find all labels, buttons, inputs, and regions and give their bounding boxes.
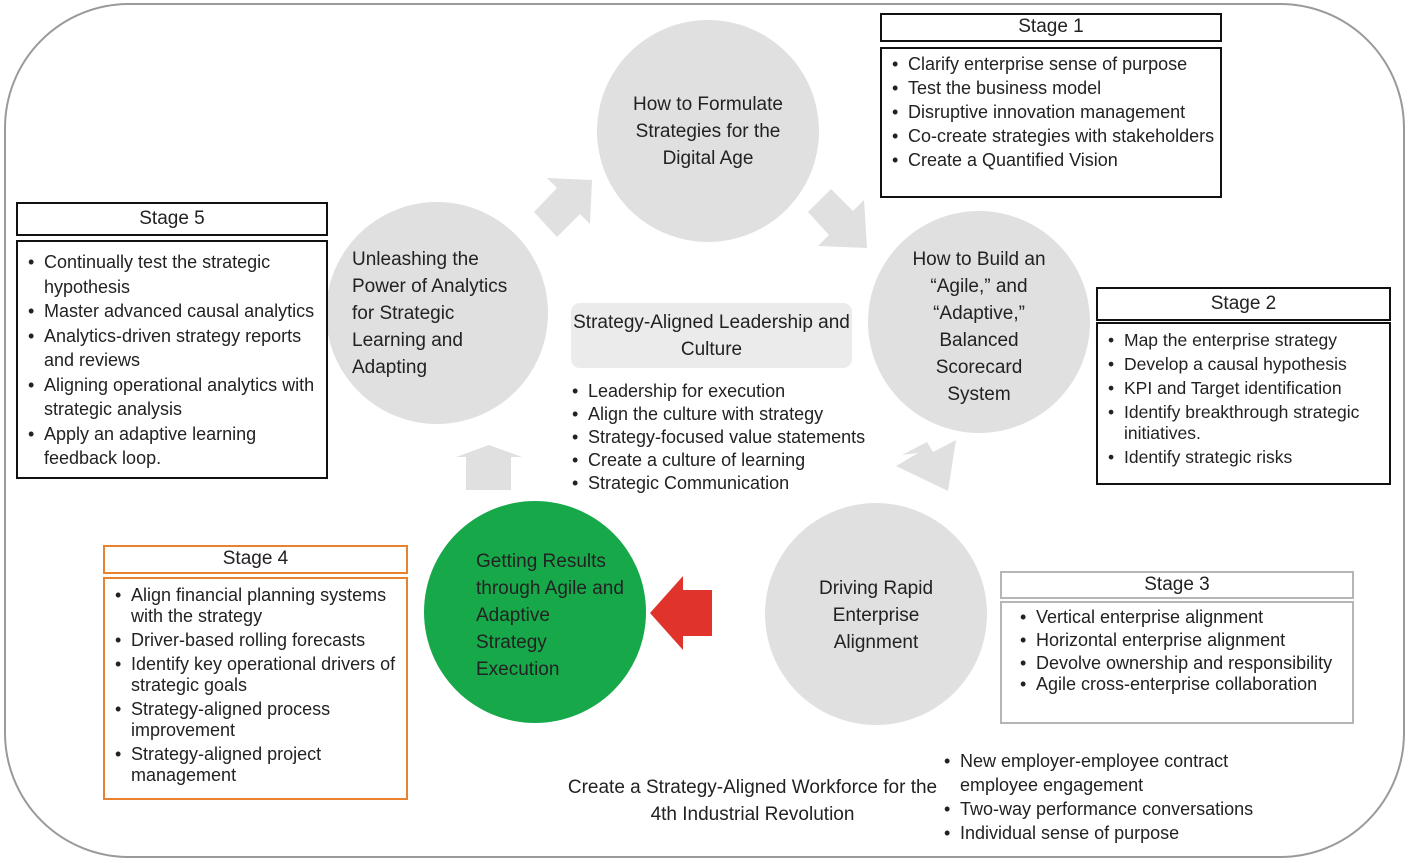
circle-analytics <box>326 202 548 424</box>
circle-analytics-label: Unleashing the Power of Analytics for St… <box>352 243 532 383</box>
stage4-item: Identify key operational drivers of stra… <box>109 654 402 696</box>
red-arrow-icon <box>650 576 712 650</box>
arrow-formulate-to-build <box>808 189 867 248</box>
stage4-item: Strategy-aligned project management <box>109 744 402 786</box>
formulate-text: How to Formulate Strategies for the Digi… <box>633 93 783 169</box>
stage2-item: Identify breakthrough strategic initiati… <box>1102 402 1387 444</box>
stage4-title: Stage 4 <box>103 545 408 574</box>
analytics-text: Unleashing the Power of Analytics for St… <box>352 248 508 378</box>
center-item: Strategic Communication <box>566 472 906 495</box>
circle-execute-label: Getting Results through Agile and Adapti… <box>476 532 624 698</box>
stage2-item: KPI and Target identification <box>1102 378 1387 399</box>
stage3-item: Horizontal enterprise alignment <box>1014 630 1348 651</box>
arrow-analytics-to-formulate <box>534 178 592 237</box>
stage3-item: Agile cross-enterprise collaboration <box>1014 674 1348 695</box>
stage3-item: Vertical enterprise alignment <box>1014 607 1348 628</box>
stage1-item: Test the business model <box>886 78 1216 99</box>
stage2-title: Stage 2 <box>1096 287 1391 321</box>
stage5-item: Master advanced causal analytics <box>22 299 322 324</box>
stage5-item: Apply an adaptive learning feedback loop… <box>22 422 322 471</box>
center-title-text: Strategy-Aligned Leadership and Culture <box>573 311 850 360</box>
workforce-item: Individual sense of purpose <box>938 821 1268 845</box>
stage5-title: Stage 5 <box>16 202 328 236</box>
stage1-item: Disruptive innovation management <box>886 102 1216 123</box>
workforce-item: New employer-employee contract employee … <box>938 749 1268 797</box>
circle-align-label: Driving Rapid Enterprise Alignment <box>800 570 952 660</box>
rounded-frame <box>4 3 1405 858</box>
stage2-item: Map the enterprise strategy <box>1102 330 1387 351</box>
stage4-item: Strategy-aligned process improvement <box>109 699 402 741</box>
circle-execute <box>424 501 646 723</box>
arrow-build-to-align <box>896 440 956 491</box>
stage1-item: Clarify enterprise sense of purpose <box>886 54 1216 75</box>
center-list: Leadership for execution Align the cultu… <box>566 380 906 495</box>
workforce-list: New employer-employee contract employee … <box>938 749 1268 845</box>
stage2-item: Develop a causal hypothesis <box>1102 354 1387 375</box>
center-item: Align the culture with strategy <box>566 403 906 426</box>
stage3-box: Vertical enterprise alignment Horizontal… <box>1000 601 1354 724</box>
center-item: Leadership for execution <box>566 380 906 403</box>
circle-build-label: How to Build an “Agile,” and “Adaptive,”… <box>903 245 1055 409</box>
execute-text: Getting Results through Agile and Adapti… <box>476 550 624 680</box>
stage5-item: Aligning operational analytics with stra… <box>22 373 322 422</box>
stage5-item: Continually test the strategic hypothesi… <box>22 250 322 299</box>
circle-build <box>868 211 1090 433</box>
stage5-box: Continually test the strategic hypothesi… <box>16 240 328 479</box>
circle-align <box>765 503 987 725</box>
circle-formulate <box>597 20 819 242</box>
stage1-box: Clarify enterprise sense of purpose Test… <box>880 47 1222 198</box>
align-text: Driving Rapid Enterprise Alignment <box>818 577 934 653</box>
build-text: How to Build an “Agile,” and “Adaptive,”… <box>912 249 1046 405</box>
stage1-title: Stage 1 <box>880 13 1222 42</box>
stage5-item: Analytics-driven strategy reports and re… <box>22 324 322 373</box>
stage3-item: Devolve ownership and responsibility <box>1014 653 1348 674</box>
stage1-item: Create a Quantified Vision <box>886 150 1216 171</box>
arrow-execute-to-analytics <box>456 445 522 490</box>
stage2-item: Identify strategic risks <box>1102 447 1387 468</box>
circle-formulate-label: How to Formulate Strategies for the Digi… <box>608 76 808 186</box>
stage2-box: Map the enterprise strategy Develop a ca… <box>1096 322 1391 485</box>
stage4-item: Driver-based rolling forecasts <box>109 630 402 651</box>
workforce-item: Two-way performance conversations <box>938 797 1268 821</box>
stage3-title: Stage 3 <box>1000 571 1354 599</box>
stage4-item: Align financial planning systems with th… <box>109 585 402 627</box>
stage1-item: Co-create strategies with stakeholders <box>886 126 1216 147</box>
stage4-box: Align financial planning systems with th… <box>103 577 408 800</box>
center-title: Strategy-Aligned Leadership and Culture <box>571 303 852 368</box>
center-item: Strategy-focused value statements <box>566 426 906 449</box>
workforce-title: Create a Strategy-Aligned Workforce for … <box>567 777 938 825</box>
center-item: Create a culture of learning <box>566 449 906 472</box>
